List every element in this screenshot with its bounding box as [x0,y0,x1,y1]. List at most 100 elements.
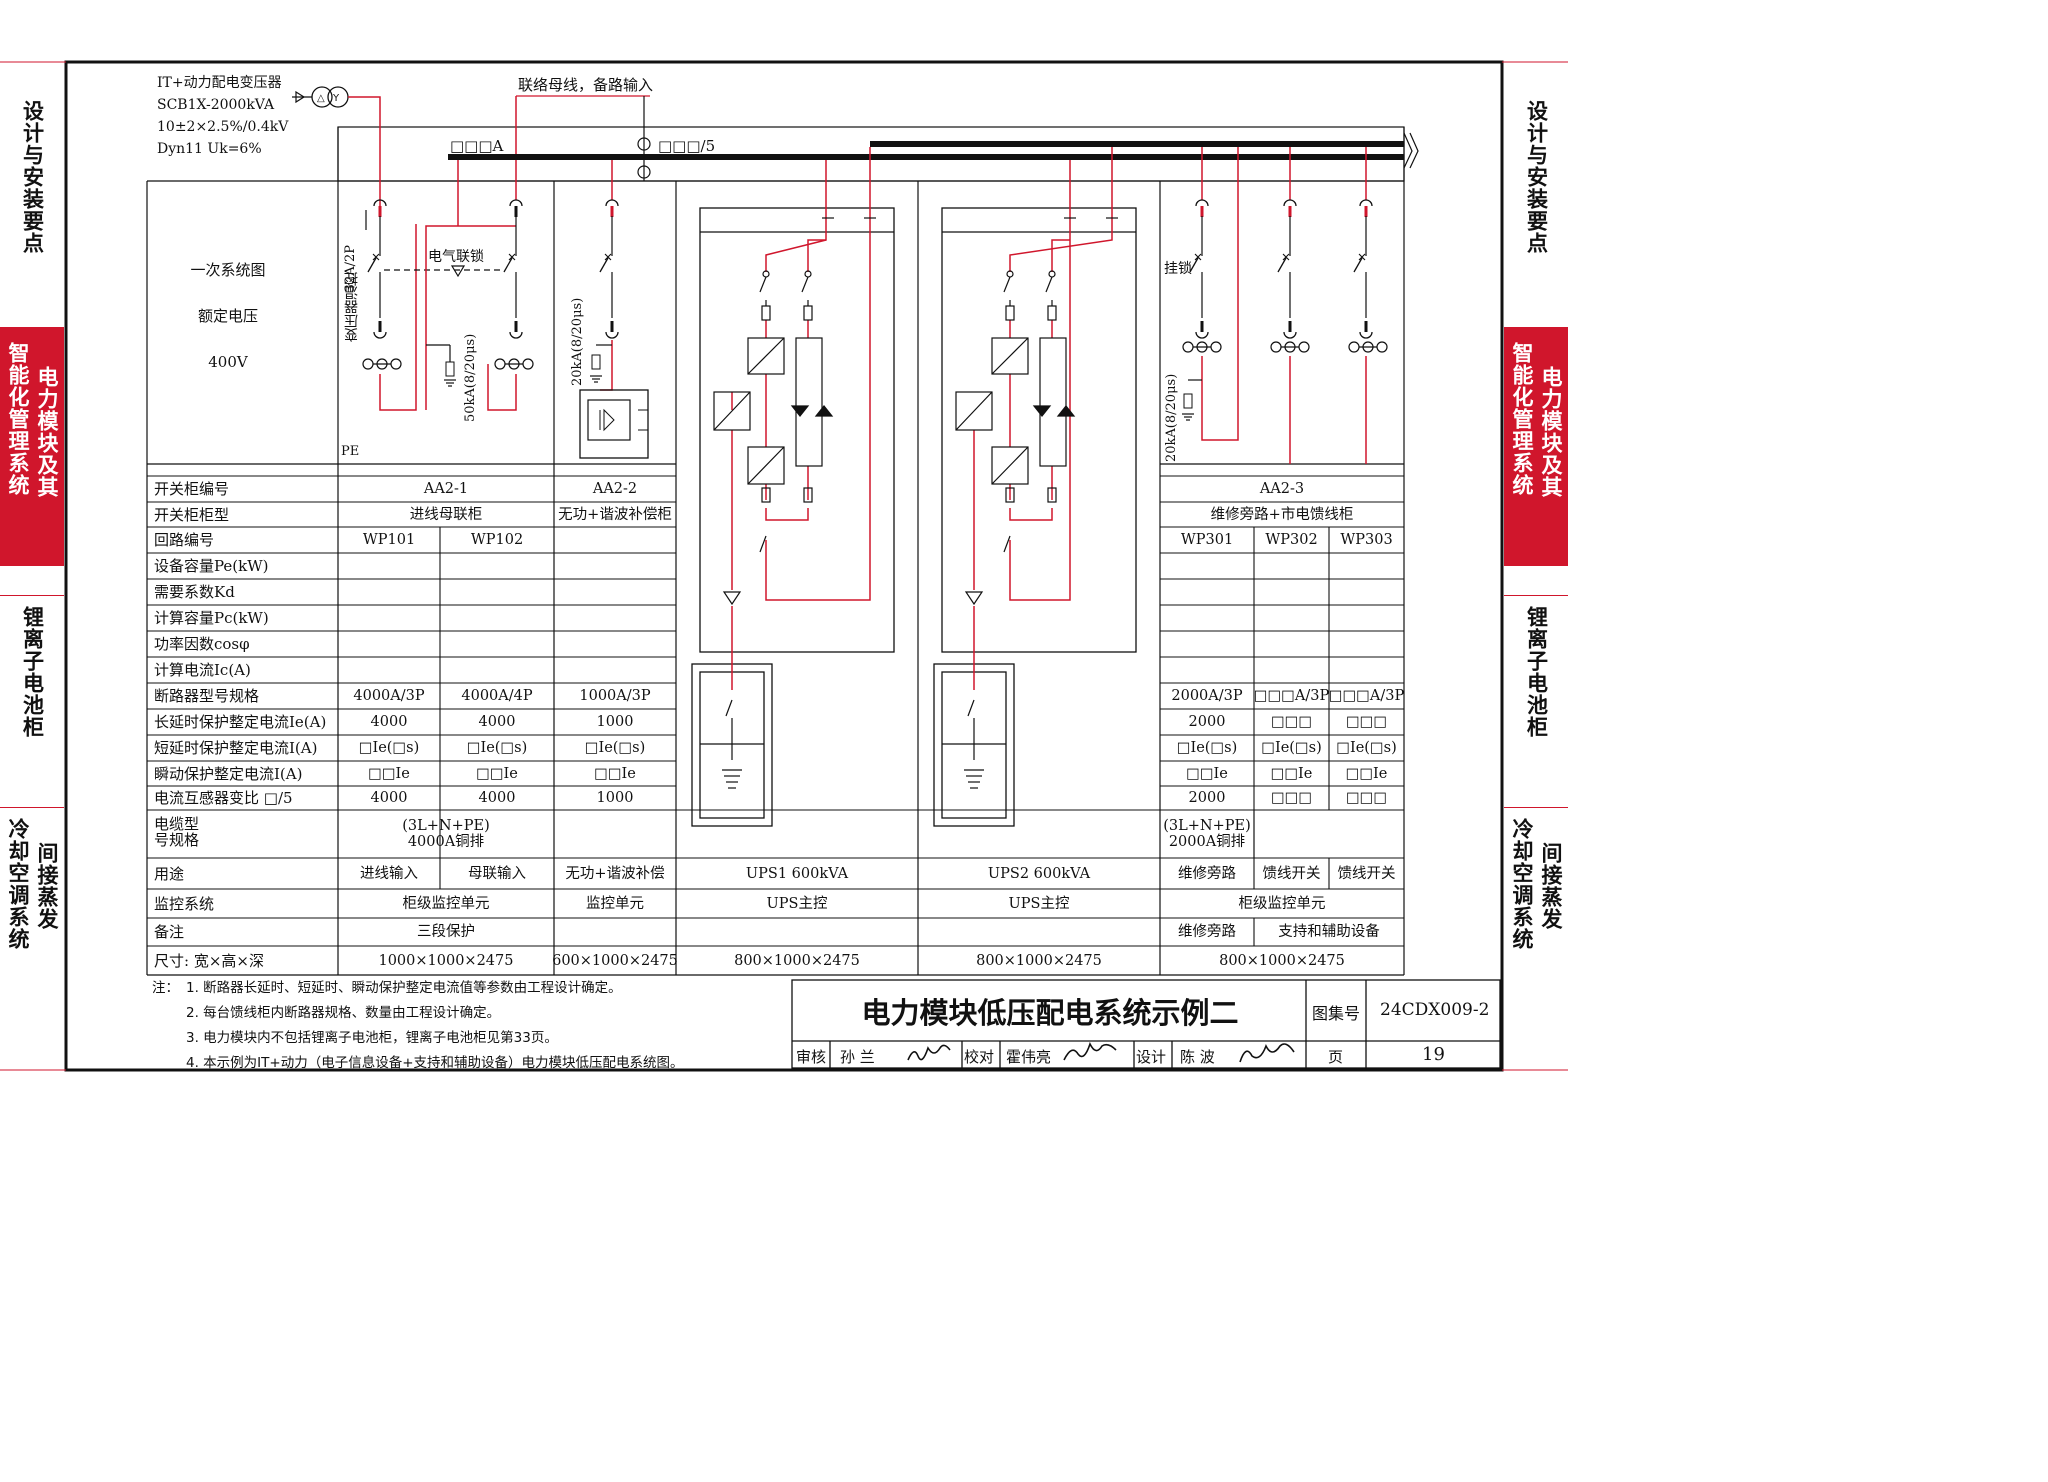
usage-value: UPS2 600kVA [987,865,1091,882]
short-delay-value: □Ie(□s) [466,740,528,756]
note-4: 4. 本示例为IT+动力（电子信息设备+支持和辅助设备）电力模块低压配电系统图。 [186,1055,684,1071]
size-value: 800×1000×2475 [734,952,860,969]
side-tab-label: 冷却空调系统 [6,818,30,950]
row-label: 回路编号 [154,531,215,549]
cable-spec-line: 4000A铜排 [407,834,485,850]
transformer-spec: IT+动力配电变压器 SCB1X-2000kVA 10±2×2.5%/0.4kV… [157,72,288,160]
side-tab[interactable]: 锂离子电池柜 [1504,596,1568,808]
review-label: 审核 [796,1048,827,1066]
ct-ratio: □□□/5 [658,137,716,155]
system-title: 一次系统图 [190,261,266,279]
breaker-value: □□□A/3P [1328,688,1405,704]
monitor-value: 柜级监控单元 [402,895,490,912]
monitor-value: UPS主控 [766,895,828,912]
long-delay-value: 1000 [596,714,634,730]
cabinet-type: 维修旁路+市电馈线柜 [1210,506,1354,523]
side-tab-separator [0,807,64,808]
usage-value: 母联输入 [468,865,526,882]
breaker-value: □□□A/3P [1253,688,1330,704]
row-label: 电缆型号规格 [154,815,200,849]
side-tab-label: 锂离子电池柜 [1524,606,1549,738]
instant-value: □□Ie [1270,765,1313,782]
ct-value: 2000 [1188,790,1226,806]
side-tab-label: 间接蒸发 [1539,842,1563,930]
atlas-label: 图集号 [1312,1004,1361,1023]
side-tab[interactable]: 设计与安装要点 [1504,90,1568,328]
row-label: 开关柜柜型 [154,505,230,524]
size-value: 600×1000×2475 [552,952,678,969]
breaker-value: 1000A/3P [579,688,651,704]
side-tab[interactable]: 电力模块及其智能化管理系统 [0,328,64,566]
cable-spec-line: (3L+N+PE) [402,818,490,834]
side-tab-label: 智能化管理系统 [1510,342,1534,496]
circuit-number: WP301 [1180,532,1234,548]
row-label: 短延时保护整定电流I(A) [154,739,318,757]
transformer-name: IT+动力配电变压器 [157,75,282,91]
size-value: 800×1000×2475 [1219,952,1345,969]
usage-value: 进线输入 [360,865,418,882]
cable-spec-line: 2000A铜排 [1168,834,1246,850]
row-label: 计算电流Ic(A) [154,661,251,679]
side-tab-separator [0,595,64,596]
row-label: 瞬动保护整定电流I(A) [154,764,303,783]
padlock-label: 挂锁 [1164,261,1192,277]
design-label: 设计 [1136,1048,1167,1066]
side-tab[interactable]: 锂离子电池柜 [0,596,64,808]
usage-value: 馈线开关 [1337,865,1396,882]
breaker-value: 4000A/4P [461,688,533,704]
side-tab-separator [1504,327,1568,328]
note-3: 3. 电力模块内不包括锂离子电池柜，锂离子电池柜见第33页。 [186,1030,558,1046]
side-tab-label: 设计与安装要点 [1524,100,1549,254]
side-tab-label: 冷却空调系统 [1510,818,1534,950]
side-tab[interactable]: 间接蒸发冷却空调系统 [0,808,64,1070]
short-delay-value: □Ie(□s) [1176,740,1238,756]
remark-value: 维修旁路 [1178,924,1236,940]
side-tab[interactable]: 设计与安装要点 [0,90,64,328]
side-tab-label: 间接蒸发 [35,842,59,930]
svg-text:△: △ [317,93,325,104]
cable-spec-line: (3L+N+PE) [1163,818,1251,834]
ct-value: 4000 [370,790,408,806]
short-delay-value: □Ie(□s) [358,740,420,756]
usage-value: 馈线开关 [1262,865,1321,882]
ct-value: 1000 [596,790,634,806]
atlas-number: 24CDX009-2 [1380,1000,1490,1020]
row-label: 需要系数Kd [154,583,235,601]
cabinet-type: 进线母联柜 [409,506,483,523]
ct-value: □□□ [1345,790,1388,806]
side-tab[interactable]: 电力模块及其智能化管理系统 [1504,328,1568,566]
transformer-vector: Dyn11 Uk=6% [157,141,262,157]
instant-value: □□Ie [476,765,518,782]
drawing-title: 电力模块低压配电系统示例二 [861,996,1239,1030]
side-tab-label: 电力模块及其 [35,366,59,498]
row-label: 电流互感器变比 □/5 [154,789,293,807]
cabinet-number: AA2-3 [1259,481,1305,497]
check-label: 校对 [964,1048,995,1066]
monitor-value: 监控单元 [586,895,644,912]
long-delay-value: 2000 [1188,714,1226,730]
remark-value: 支持和辅助设备 [1278,924,1380,940]
monitor-value: 柜级监控单元 [1238,895,1326,912]
system-info: 一次系统图 额定电压 400V [186,247,270,385]
long-delay-value: □□□ [1345,714,1388,730]
pe-label: PE [341,444,360,459]
side-tab[interactable]: 间接蒸发冷却空调系统 [1504,808,1568,1070]
circuit-number: WP302 [1265,532,1318,548]
usage-value: 维修旁路 [1178,865,1236,882]
notes-prefix: 注： [152,980,179,996]
notes: 注： 1. 断路器长延时、短延时、瞬动保护整定电流值等参数由工程设计确定。 2.… [152,976,684,1076]
rated-voltage-label: 额定电压 [197,307,258,325]
single-line-diagram: △ Y [0,60,1568,1072]
rated-voltage-value: 400V [208,353,248,371]
instant-value: □□Ie [594,765,636,782]
short-delay-value: □Ie(□s) [1261,740,1322,756]
transformer-model: SCB1X-2000kVA [157,97,275,113]
designer-name: 陈 波 [1180,1048,1215,1066]
instant-value: □□Ie [1345,765,1388,782]
side-tab-separator [1504,595,1568,596]
size-value: 1000×1000×2475 [378,952,514,969]
circuit-number: WP102 [470,532,524,548]
cabinet-number: AA2-1 [423,481,469,497]
row-label: 计算容量Pc(kW) [154,609,269,627]
long-delay-value: 4000 [478,714,516,730]
